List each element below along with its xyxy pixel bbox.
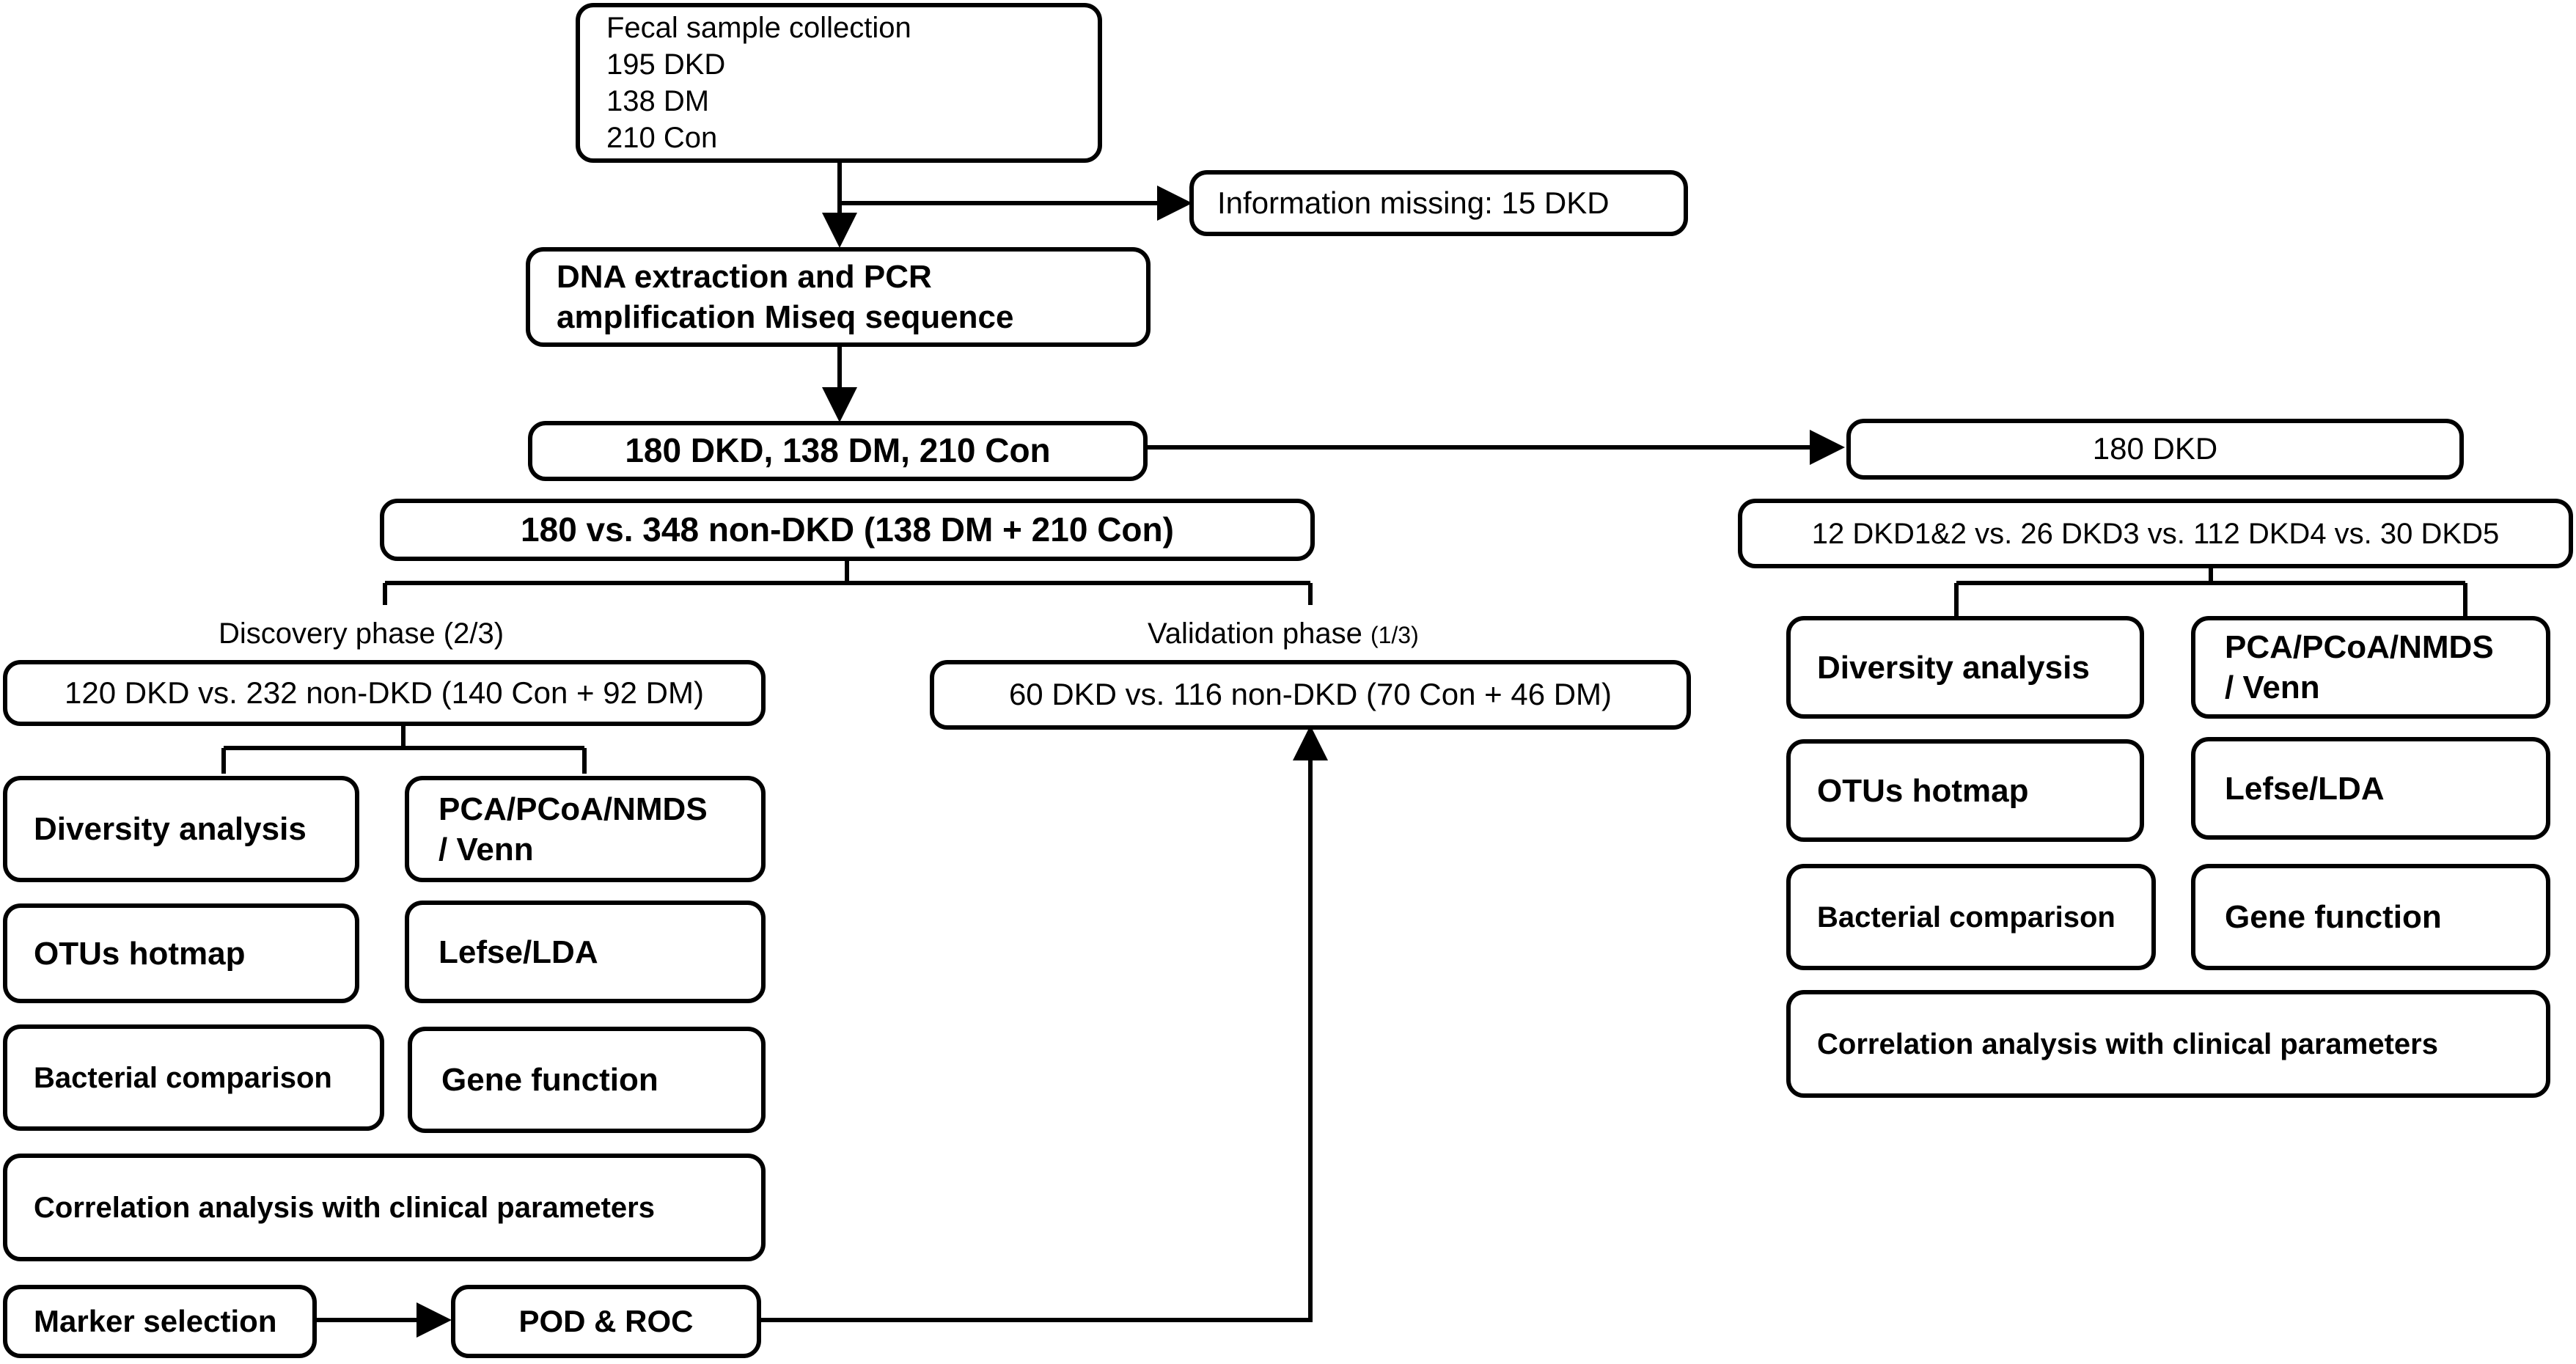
dna-extraction-box: DNA extraction and PCR amplification Mis…	[526, 247, 1151, 347]
missing-text: Information missing: 15 DKD	[1217, 185, 1610, 220]
stages-otus-box: OTUs hotmap	[1786, 739, 2144, 842]
stages-gene-box: Gene function	[2191, 864, 2550, 970]
discovery-lefse-box: Lefse/LDA	[405, 901, 766, 1003]
validation-groups-box: 60 DKD vs. 116 non-DKD (70 Con + 46 DM)	[930, 660, 1691, 730]
stages-lefse-box: Lefse/LDA	[2191, 737, 2550, 840]
dkd-stage-title-box: 180 DKD	[1846, 419, 2464, 480]
comparison-text: 180 vs. 348 non-DKD (138 DM + 210 Con)	[521, 510, 1174, 549]
collection-dm: 138 DM	[606, 85, 710, 117]
validation-fraction: (1/3)	[1370, 622, 1419, 648]
validation-phase-label: Validation phase (1/3)	[1148, 617, 1419, 650]
sample-collection-box: Fecal sample collection 195 DKD 138 DM 2…	[576, 3, 1102, 163]
dkd-stage-groups-box: 12 DKD1&2 vs. 26 DKD3 vs. 112 DKD4 vs. 3…	[1738, 499, 2573, 568]
discovery-groups-box: 120 DKD vs. 232 non-DKD (140 Con + 92 DM…	[3, 660, 766, 726]
marker-selection-box: Marker selection	[3, 1285, 317, 1358]
collection-title: Fecal sample collection	[606, 12, 911, 44]
discovery-diversity-box: Diversity analysis	[3, 776, 359, 882]
arrow-pod-to-validation	[761, 725, 1328, 1322]
total-samples-box: 180 DKD, 138 DM, 210 Con	[528, 421, 1148, 481]
discovery-gene-box: Gene function	[408, 1027, 766, 1133]
stages-correlation-box: Correlation analysis with clinical param…	[1786, 990, 2550, 1098]
discovery-phase-label: Discovery phase (2/3)	[219, 617, 504, 650]
validation-groups-text: 60 DKD vs. 116 non-DKD (70 Con + 46 DM)	[1008, 677, 1612, 712]
discovery-correlation-box: Correlation analysis with clinical param…	[3, 1154, 766, 1261]
collection-dkd: 195 DKD	[606, 48, 726, 81]
information-missing-box: Information missing: 15 DKD	[1189, 170, 1688, 236]
dna-line-1: DNA extraction and PCR	[557, 259, 932, 295]
stages-pca-box: PCA/PCoA/NMDS / Venn	[2191, 616, 2550, 719]
discovery-bacterial-box: Bacterial comparison	[3, 1024, 384, 1131]
discovery-pca-box: PCA/PCoA/NMDS / Venn	[405, 776, 766, 882]
discovery-groups-text: 120 DKD vs. 232 non-DKD (140 Con + 92 DM…	[65, 675, 704, 710]
dna-line-2: amplification Miseq sequence	[557, 299, 1014, 335]
collection-con: 210 Con	[606, 122, 718, 154]
stages-diversity-box: Diversity analysis	[1786, 616, 2144, 719]
total-text: 180 DKD, 138 DM, 210 Con	[625, 431, 1051, 470]
discovery-otus-box: OTUs hotmap	[3, 903, 359, 1003]
pod-roc-box: POD & ROC	[451, 1285, 761, 1358]
dkd-vs-non-dkd-box: 180 vs. 348 non-DKD (138 DM + 210 Con)	[380, 499, 1315, 561]
stages-bacterial-box: Bacterial comparison	[1786, 864, 2156, 970]
